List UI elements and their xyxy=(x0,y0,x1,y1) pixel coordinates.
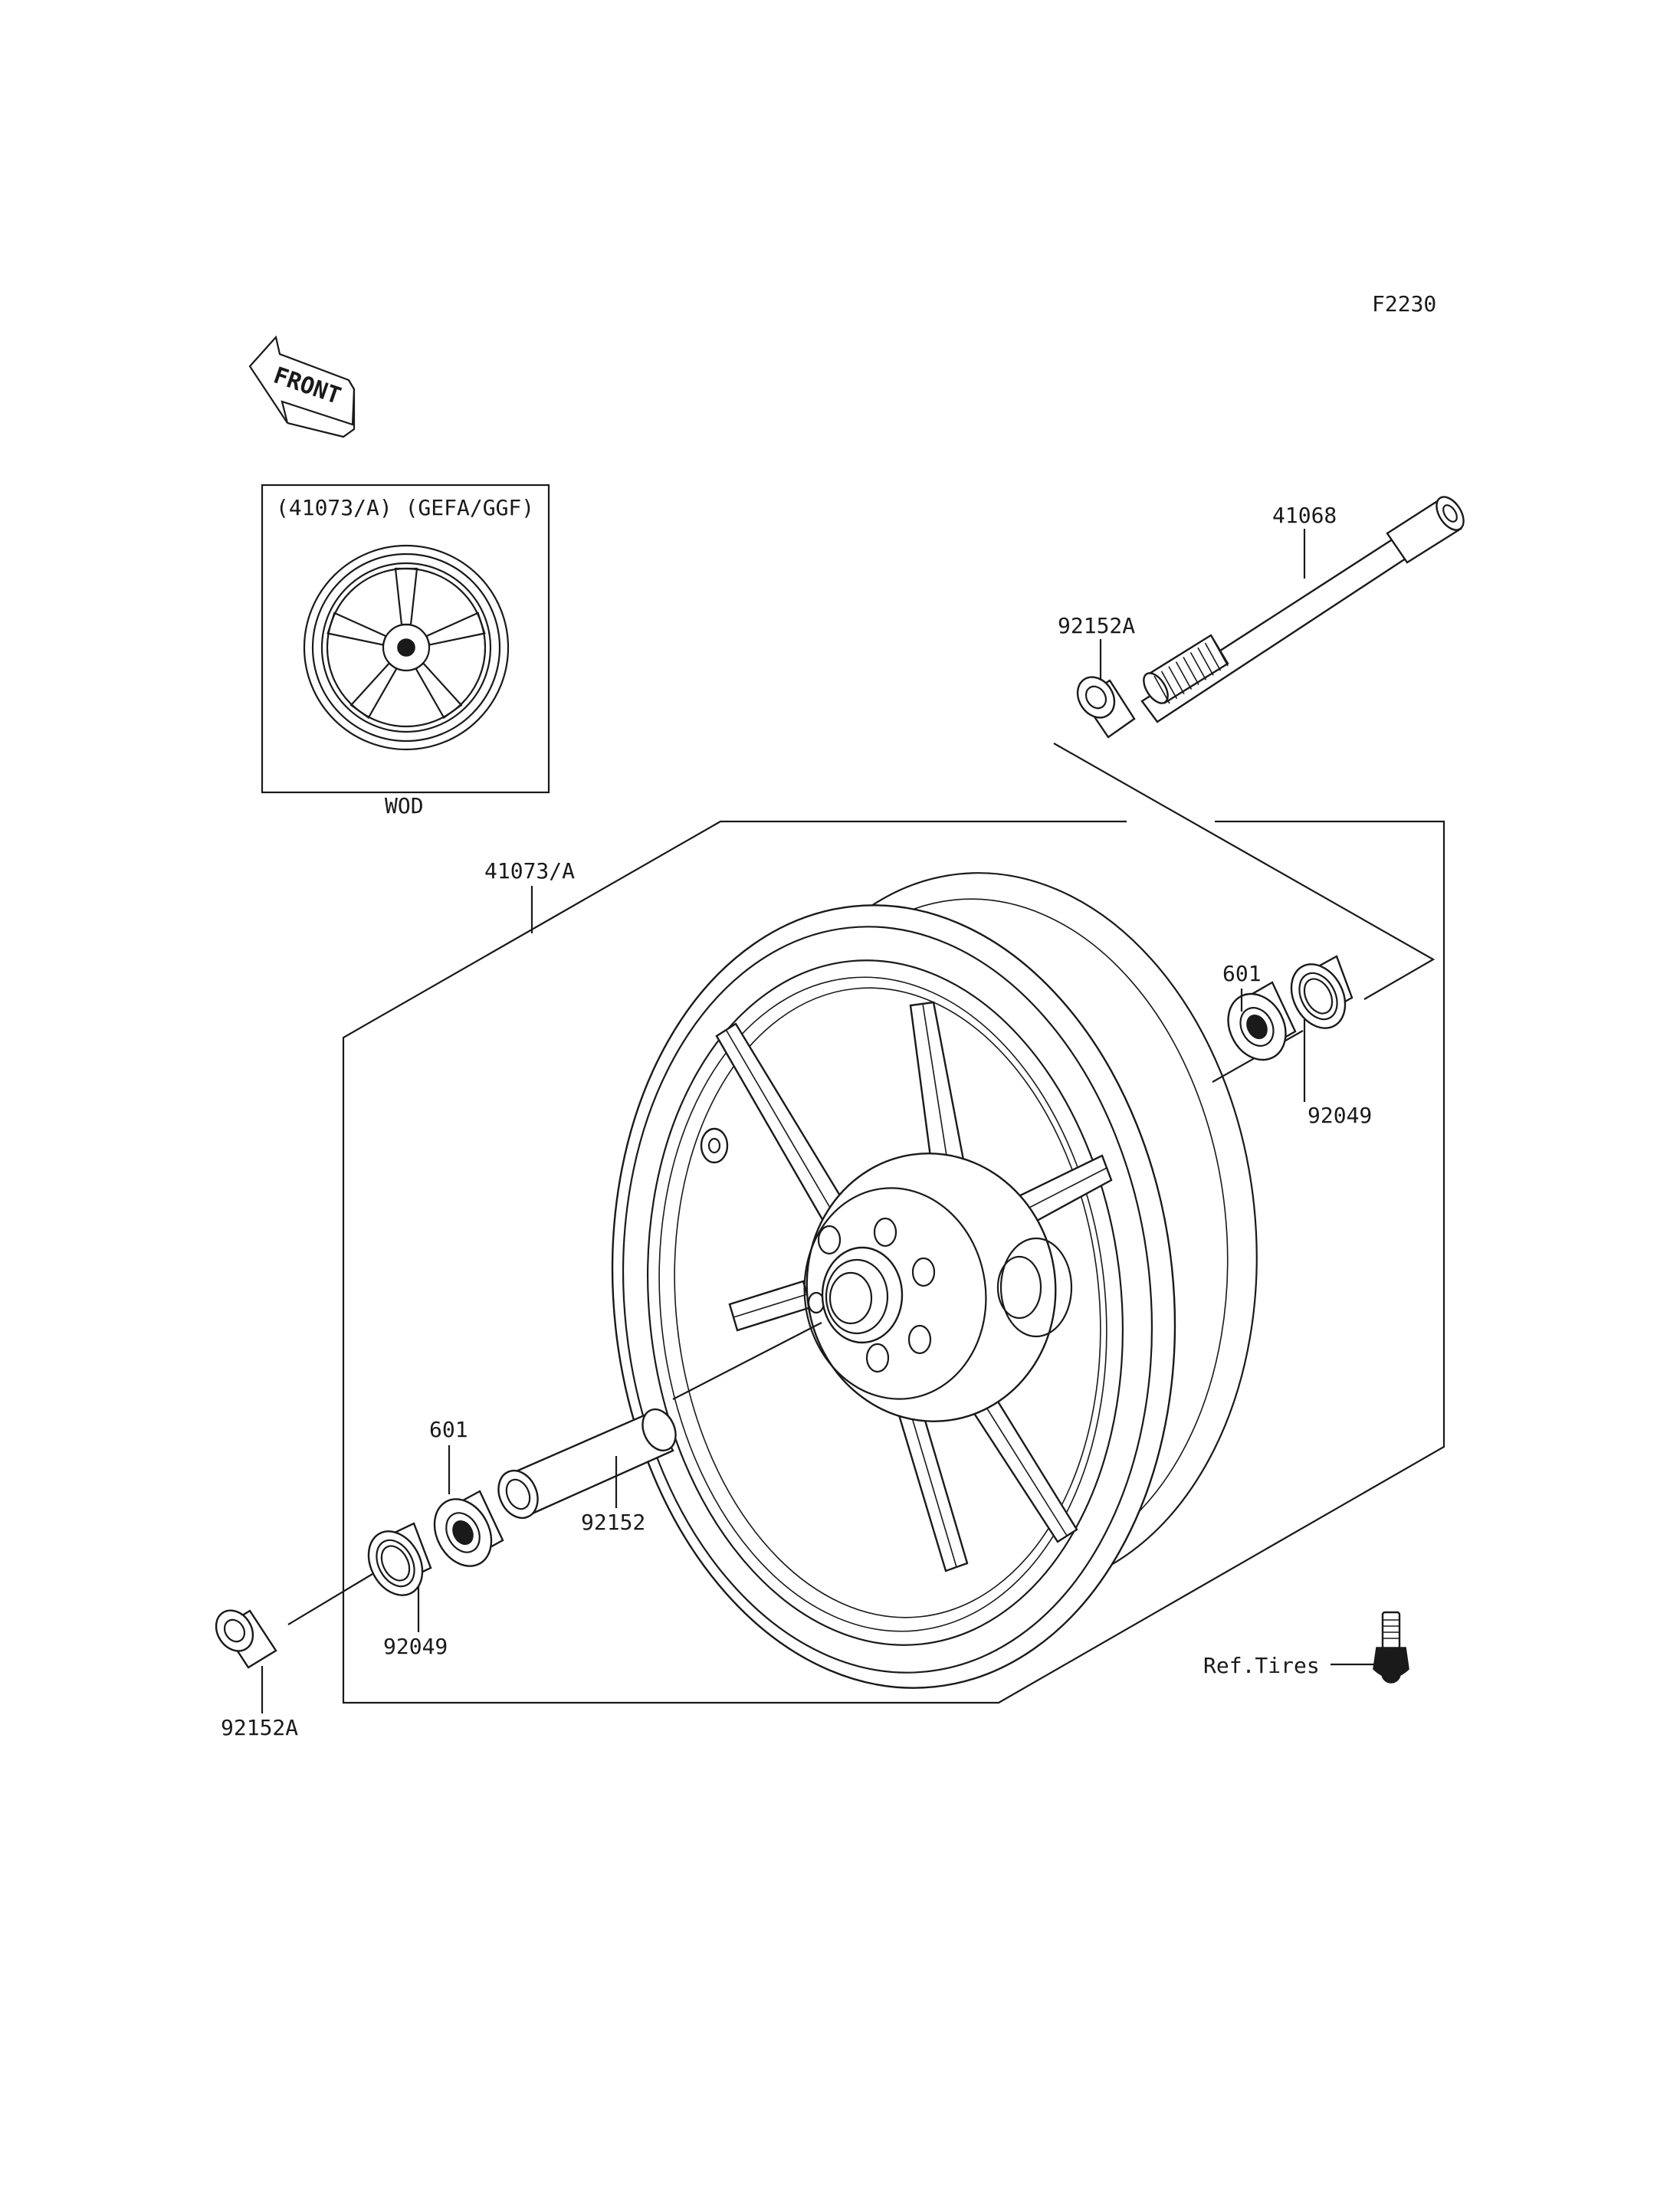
axle-thread xyxy=(1168,666,1185,695)
label-bearing-601-right: 601 xyxy=(1222,961,1262,986)
axle-thread xyxy=(1160,671,1178,700)
oil-seal-92049-right xyxy=(1290,955,1354,1029)
label-axle-41068: 41068 xyxy=(1272,503,1337,528)
front-wheel-41073a xyxy=(611,872,1258,1689)
axle-thread xyxy=(1189,651,1207,680)
collar-92152a-lower xyxy=(215,1609,277,1669)
label-bearing-601-left: 601 xyxy=(429,1417,468,1442)
spacer-92152 xyxy=(497,1408,677,1520)
valve-stem-icon xyxy=(1373,1611,1409,1684)
axle-thread xyxy=(1197,647,1214,676)
label-wheel-assembly-41073a: 41073/A xyxy=(484,858,575,884)
inset-spoke xyxy=(349,662,398,720)
collar-92152a-upper xyxy=(1076,676,1136,739)
diagram-code: F2230 xyxy=(1372,291,1436,316)
label-ref-tires: Ref.Tires xyxy=(1203,1653,1320,1678)
inset-title: (41073/A) (GEFA/GGF) xyxy=(276,495,534,520)
label-spacer-92152: 92152 xyxy=(581,1510,645,1535)
axle-centerline-right xyxy=(1053,743,1436,1000)
label-collar-92152a-lower: 92152A xyxy=(221,1715,298,1740)
label-collar-92152a-upper: 92152A xyxy=(1058,613,1135,638)
inset-caption: WOD xyxy=(385,793,424,818)
assembly-frame xyxy=(342,820,1445,1704)
axle-centerline-lower xyxy=(287,1573,373,1625)
wheel-hub xyxy=(803,1153,1073,1422)
label-oil-seal-92049-left: 92049 xyxy=(383,1634,448,1659)
front-arrow-label: FRONT xyxy=(270,362,344,409)
inset-alternate-wheel: (41073/A) (GEFA/GGF) WOD xyxy=(261,484,550,818)
axle-thread xyxy=(1212,638,1229,667)
inset-spoke xyxy=(394,567,418,626)
axle-41068 xyxy=(1140,496,1465,723)
axle-centerline-left xyxy=(672,1322,822,1400)
label-oil-seal-92049-right: 92049 xyxy=(1308,1103,1372,1128)
inset-wheel-icon xyxy=(303,544,510,751)
axle-thread xyxy=(1175,661,1193,690)
inset-spoke xyxy=(326,612,387,646)
front-direction-arrow-icon: FRONT xyxy=(248,335,356,438)
bearing-601-left xyxy=(433,1490,504,1567)
oil-seal-92049-left xyxy=(367,1522,432,1596)
inset-spoke xyxy=(425,612,486,646)
axle-thread xyxy=(1153,675,1170,704)
bearing-601-right xyxy=(1227,981,1297,1061)
axle-thread xyxy=(1183,657,1199,685)
inset-spoke xyxy=(415,662,463,720)
axle-thread xyxy=(1204,642,1222,671)
